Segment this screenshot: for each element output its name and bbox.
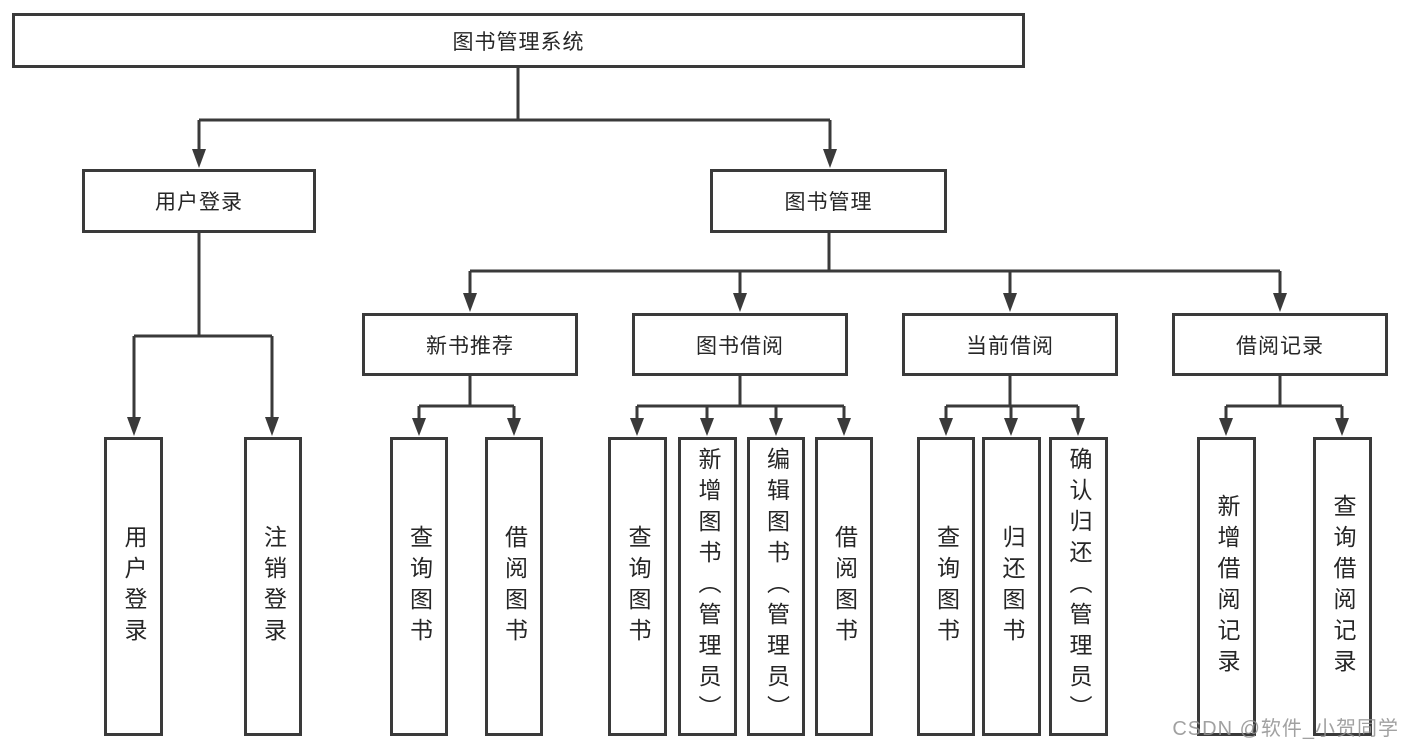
node-label: 图书管理系统 xyxy=(452,30,585,54)
leaf-borrow-books: 借阅图书 xyxy=(815,437,873,736)
node-new-book-recommend: 新书推荐 xyxy=(362,313,578,376)
node-label: 借阅记录 xyxy=(1236,334,1324,358)
leaf-label: 新增图书（管理员） xyxy=(695,447,721,726)
leaf-label: 用户登录 xyxy=(121,524,147,649)
leaf-label: 编辑图书（管理员） xyxy=(763,447,790,726)
leaf-borrow-books-recommend: 借阅图书 xyxy=(485,437,543,736)
leaf-logout: 注销登录 xyxy=(244,437,302,736)
leaf-label: 查询图书 xyxy=(625,524,651,649)
watermark: CSDN @软件_小贺同学 xyxy=(1172,718,1399,740)
node-label: 图书管理 xyxy=(784,191,873,214)
leaf-confirm-return-admin: 确认归还（管理员） xyxy=(1049,437,1108,736)
leaf-query-books-current: 查询图书 xyxy=(917,437,975,736)
leaf-label: 确认归还（管理员） xyxy=(1066,447,1092,726)
node-book-borrow: 图书借阅 xyxy=(632,313,848,376)
node-label: 当前借阅 xyxy=(966,334,1054,358)
node-label: 用户登录 xyxy=(155,191,243,214)
node-label: 图书借阅 xyxy=(696,334,784,358)
leaf-query-books-recommend: 查询图书 xyxy=(390,437,448,736)
leaf-label: 查询借阅记录 xyxy=(1330,493,1356,680)
leaf-label: 归还图书 xyxy=(999,524,1025,649)
node-user-login: 用户登录 xyxy=(82,169,316,233)
leaf-add-books-admin: 新增图书（管理员） xyxy=(678,437,737,736)
leaf-label: 新增借阅记录 xyxy=(1214,493,1240,680)
node-book-management: 图书管理 xyxy=(710,169,947,233)
node-current-borrow: 当前借阅 xyxy=(902,313,1118,376)
leaf-edit-books-admin: 编辑图书（管理员） xyxy=(747,437,805,736)
arrowheads xyxy=(127,149,1349,436)
node-library-management-system: 图书管理系统 xyxy=(12,13,1025,68)
leaf-query-borrow-record: 查询借阅记录 xyxy=(1313,437,1372,736)
leaf-label: 借阅图书 xyxy=(501,524,528,649)
leaf-label: 查询图书 xyxy=(933,524,960,649)
leaf-add-borrow-record: 新增借阅记录 xyxy=(1197,437,1256,736)
leaf-return-books: 归还图书 xyxy=(982,437,1041,736)
node-borrow-records: 借阅记录 xyxy=(1172,313,1388,376)
leaf-query-books-borrow: 查询图书 xyxy=(608,437,667,736)
node-label: 新书推荐 xyxy=(426,334,514,358)
leaf-label: 借阅图书 xyxy=(831,524,858,649)
leaf-label: 注销登录 xyxy=(260,524,287,649)
connector-paths xyxy=(132,68,1344,421)
leaf-label: 查询图书 xyxy=(406,524,433,649)
leaf-user-login: 用户登录 xyxy=(104,437,163,736)
